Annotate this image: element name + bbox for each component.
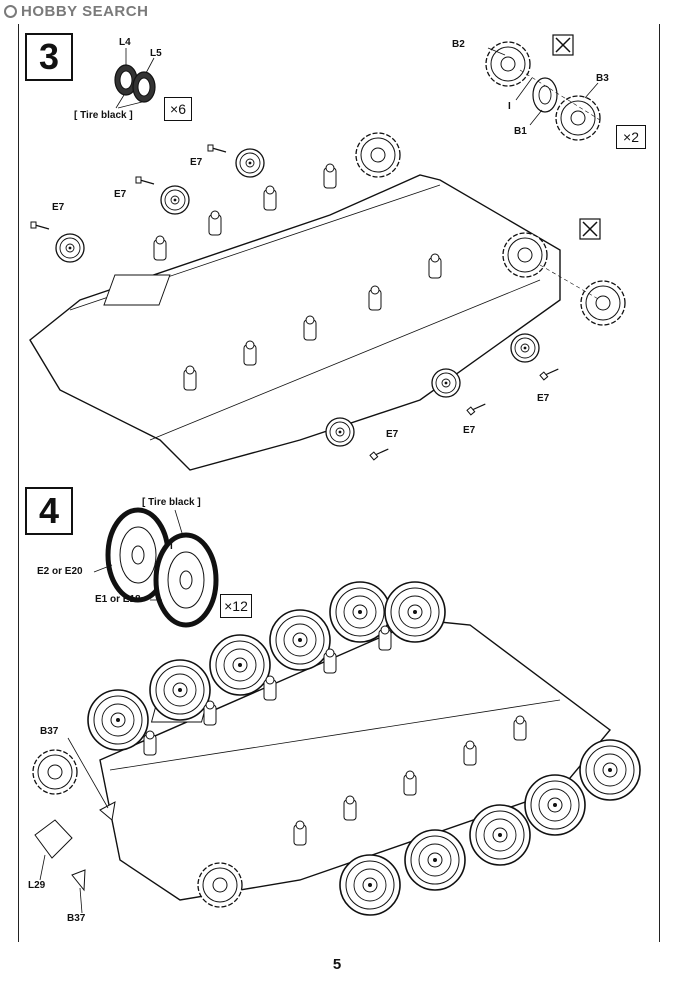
label-E2-or-E20: E2 or E20 xyxy=(37,566,83,577)
page-frame xyxy=(18,24,660,942)
watermark-text: HOBBY SEARCH xyxy=(21,3,149,20)
label-B1: B1 xyxy=(514,126,527,137)
no-glue-icon xyxy=(552,34,574,56)
no-glue-icon xyxy=(579,218,601,240)
label-tire-black: [ Tire black ] xyxy=(74,110,133,121)
label-I-step3: I xyxy=(508,101,511,112)
label-E7-4: E7 xyxy=(386,429,399,440)
label-I-step4: I xyxy=(170,541,173,552)
label-B37-2: B37 xyxy=(67,913,86,924)
label-E7-3: E7 xyxy=(52,202,65,213)
quantity-x2: ×2 xyxy=(616,125,646,149)
quantity-x12: ×12 xyxy=(220,594,252,618)
label-E7-5: E7 xyxy=(463,425,476,436)
watermark: HOBBY SEARCH xyxy=(4,3,148,20)
label-B37-1: B37 xyxy=(40,726,59,737)
label-L5: L5 xyxy=(150,48,162,59)
step-4-number: 4 xyxy=(25,487,73,535)
label-tire-black-step4: [ Tire black ] xyxy=(142,497,201,508)
label-B3: B3 xyxy=(596,73,609,84)
label-E1-or-E18: E1 or E18 xyxy=(95,594,141,605)
quantity-x6: ×6 xyxy=(164,97,192,121)
label-L4: L4 xyxy=(119,37,131,48)
label-L29: L29 xyxy=(28,880,46,891)
label-E7-2: E7 xyxy=(114,189,127,200)
page-number: 5 xyxy=(332,956,342,973)
label-B2: B2 xyxy=(452,39,465,50)
label-E7-1: E7 xyxy=(190,157,203,168)
step-3-number: 3 xyxy=(25,33,73,81)
hobby-search-logo-icon xyxy=(4,5,17,18)
label-E7-6: E7 xyxy=(537,393,550,404)
